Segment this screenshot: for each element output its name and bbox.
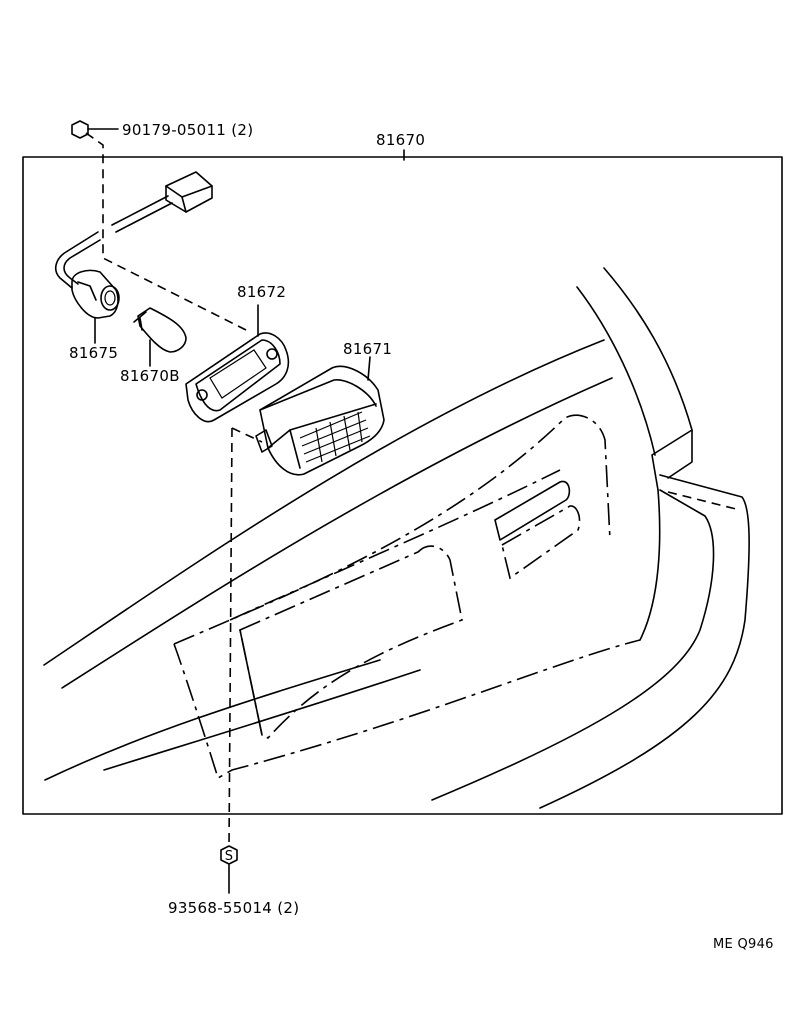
part-label-socket: 81675 [69,344,118,362]
part-label-bulb: 81670B [120,367,180,385]
part-label-assembly: 81670 [376,131,425,149]
assembly-guide-lines [85,132,263,848]
svg-text:S: S [225,849,234,864]
lens-81671 [255,365,385,476]
socket-81675 [71,269,120,319]
assembly-frame [22,156,783,815]
gasket-81672 [185,332,290,423]
bulb-81670B [133,307,187,353]
screw-s-icon: S [220,845,238,865]
part-label-gasket: 81672 [237,283,286,301]
figure-code: ME Q946 [713,937,774,952]
vehicle-body-outline [43,267,750,809]
wire-harness [54,171,213,289]
part-label-lens: 81671 [343,340,392,358]
lens-leader [367,356,371,381]
hex-nut-icon [71,120,89,139]
part-label-nut: 90179-05011 (2) [122,121,253,139]
part-label-screw: 93568-55014 (2) [168,899,299,917]
